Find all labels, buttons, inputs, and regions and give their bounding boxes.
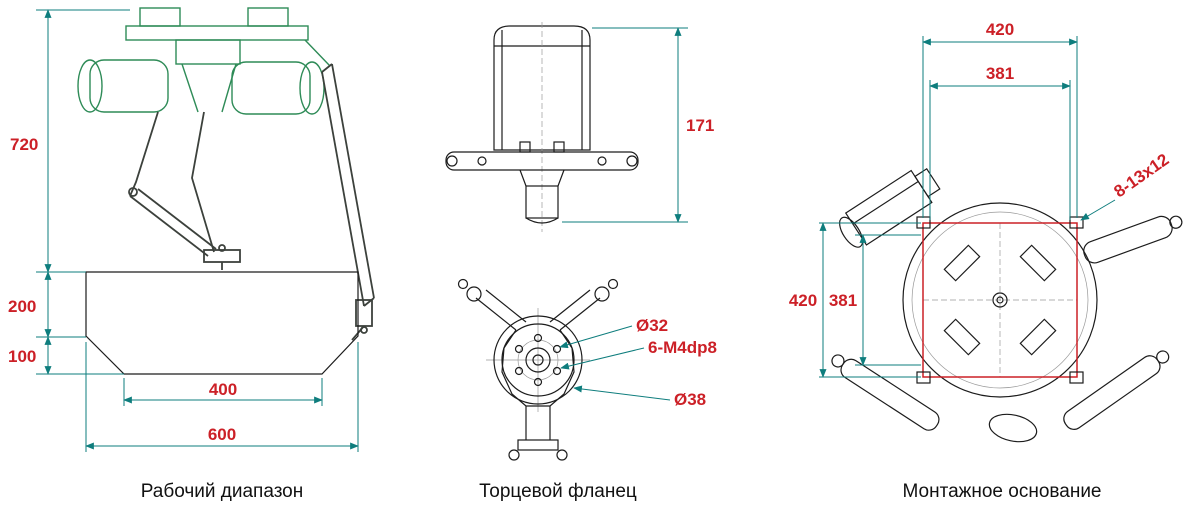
work-envelope-outline xyxy=(85,271,359,375)
working-range-dimensions: 720 200 100 400 600 xyxy=(8,9,359,452)
dim-d38: Ø38 xyxy=(674,390,706,409)
right-wrist-joint xyxy=(360,326,368,334)
dim-171: 171 xyxy=(686,116,714,135)
dim-100: 100 xyxy=(8,347,36,366)
left-elbow-joint xyxy=(128,187,138,197)
dim-left-420: 420 xyxy=(789,291,817,310)
base-outer-circle xyxy=(902,202,1098,398)
dim-slots: 8-13x12 xyxy=(1110,150,1172,201)
delta-robot-arms xyxy=(128,63,375,341)
base-plate xyxy=(902,202,1098,398)
motor-left-cap xyxy=(77,59,103,113)
base-arms xyxy=(831,167,1183,443)
caption-working-range: Рабочий диапазон xyxy=(140,481,304,502)
flange-outer-circle xyxy=(493,315,583,405)
top-box-right xyxy=(247,7,289,27)
center-arm xyxy=(191,111,215,253)
left-forearm-rod-b xyxy=(137,188,217,250)
dim-200: 200 xyxy=(8,297,36,316)
leader-m4 xyxy=(560,347,645,370)
dim-top-381: 381 xyxy=(986,64,1014,83)
dim-left-381: 381 xyxy=(829,291,857,310)
left-upper-arm xyxy=(129,111,159,197)
caption-end-flange: Торцевой фланец xyxy=(479,481,637,502)
dim-d32: Ø32 xyxy=(636,316,668,335)
right-rod-b xyxy=(321,71,365,307)
housing-outline xyxy=(493,25,591,151)
working-range-view: 720 200 100 400 600 xyxy=(8,7,375,452)
flange-plan-view: Ø32 6-M4dp8 Ø38 xyxy=(457,278,717,461)
top-box-left xyxy=(139,7,181,27)
leader-d32 xyxy=(559,325,633,349)
motor-block-top xyxy=(839,167,941,248)
dim-m4: 6-M4dp8 xyxy=(648,338,717,357)
flange-cylinder xyxy=(525,185,559,219)
flange-height-dimension: 171 xyxy=(562,27,714,223)
leader-d38 xyxy=(573,385,671,401)
dim-400: 400 xyxy=(209,380,237,399)
mounting-base-view: 420 381 420 381 8-13x12 xyxy=(789,20,1183,443)
dim-top-420: 420 xyxy=(986,20,1014,39)
right-rod-a xyxy=(331,63,375,299)
mounting-base-dimensions: 420 381 420 381 8-13x12 xyxy=(789,20,1172,378)
motor-right-cap xyxy=(299,61,325,115)
flange-body-outline xyxy=(457,278,619,461)
delta-robot-body xyxy=(77,7,331,115)
arm-bottom-left xyxy=(831,354,940,431)
arm-cross-bar xyxy=(445,151,639,171)
pinwheel-slots xyxy=(943,244,1057,356)
caption-mounting-base: Монтажное основание xyxy=(902,481,1102,502)
bottom-cap xyxy=(988,413,1038,443)
flange-side-elevation xyxy=(445,22,639,232)
mounting-square xyxy=(922,222,1078,378)
arm-bottom-right xyxy=(1063,350,1170,430)
motor-right xyxy=(231,61,311,115)
dim-600: 600 xyxy=(208,425,236,444)
bolt-holes xyxy=(514,333,562,387)
left-forearm-rod-a xyxy=(129,195,209,257)
effector-joint xyxy=(218,244,226,252)
leader-slots xyxy=(1080,199,1116,221)
center-hole xyxy=(992,292,1008,308)
motor-left xyxy=(89,59,169,113)
dim-720: 720 xyxy=(10,135,38,154)
top-plate xyxy=(125,25,309,41)
end-flange-view: 171 xyxy=(445,22,717,461)
center-block xyxy=(175,39,241,65)
arm-right xyxy=(1083,215,1183,264)
